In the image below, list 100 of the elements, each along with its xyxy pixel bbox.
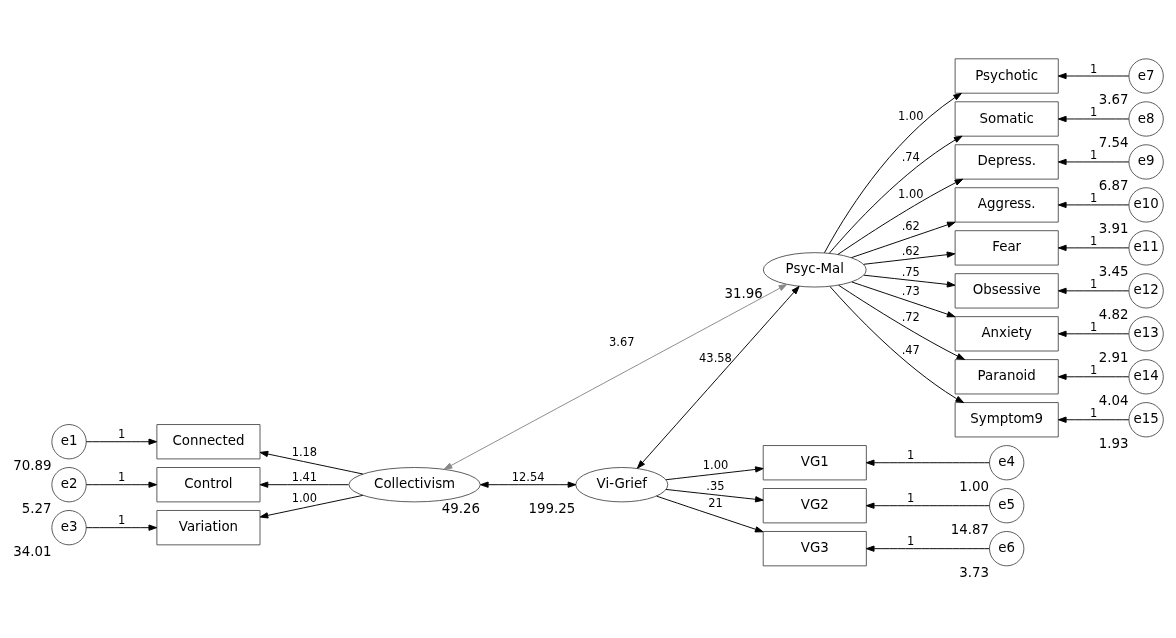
node-label: 3.91 [1098,220,1129,236]
node-box: Somatic [954,100,1059,137]
edge-label: 21 [708,495,723,510]
arrow [829,135,963,254]
node-circle: e6 [989,530,1025,566]
edge-label: 1 [907,447,915,462]
arrow [636,285,800,469]
node-label: 3.45 [1098,263,1129,279]
edge-label: .62 [901,218,920,233]
node-label: 4.04 [1098,392,1129,408]
arrow [829,285,965,403]
node-box: Obsessive [954,272,1059,308]
edge-label: 1 [1089,405,1098,420]
arrow [1058,158,1130,165]
edge-label: .74 [901,149,920,164]
node-label: 1.93 [1098,435,1129,451]
arrow [1058,373,1130,380]
edge-label: 1 [907,533,915,548]
edge-label: 1.00 [291,490,318,505]
edge-label: 43.58 [699,350,732,365]
edge-label: .73 [901,283,920,298]
node-circle: e14 [1128,358,1164,394]
arrow [863,251,956,265]
edge-label: 1 [1089,147,1098,162]
edge-label: .35 [706,478,725,493]
node-box: Connected [156,423,261,459]
node-label: 49.26 [441,500,480,516]
edge-label: 1 [117,469,126,484]
edge-label: 1.00 [898,108,924,123]
node-circle: e12 [1128,272,1164,308]
arrow [1058,287,1130,294]
edge-label: 3.67 [609,334,635,349]
node-label: 6.87 [1098,177,1129,193]
node-label: 70.89 [13,457,52,473]
node-label: 199.25 [528,500,576,516]
arrow [1058,72,1130,79]
edge-label: .72 [901,309,920,324]
arrow [1058,115,1130,122]
edge-label: 12.54 [511,469,545,484]
arrow [865,545,990,552]
node-circle: e4 [989,444,1025,480]
node-circle: e13 [1128,315,1164,351]
edge-label: 1 [117,512,126,527]
edge-label: 1.18 [291,444,318,459]
node-ellipse: Psyc-Mal [762,251,867,287]
node-label: 1.00 [959,478,990,494]
arrow [85,438,158,445]
edge-label: 1 [1089,61,1098,76]
node-circle: e3 [51,509,87,545]
node-label: 3.67 [1098,91,1129,107]
node-label: 34.01 [13,543,52,559]
edge-label: .47 [901,342,920,357]
edge-label: 1 [1089,276,1098,291]
arrow [656,495,764,532]
edge-label: .62 [901,243,920,258]
edge-label: 1 [117,426,126,441]
edge-label: 1 [1089,233,1098,248]
node-label: 14.87 [950,521,990,537]
arrow [851,281,956,317]
arrow [851,221,956,258]
node-circle: e2 [51,466,87,502]
arrow [665,488,764,502]
node-label: 4.82 [1098,306,1129,322]
node-ellipse: Vi-Grief [575,466,669,502]
node-box: Anxiety [954,315,1059,351]
node-box: VG1 [762,444,867,480]
edge-label: 1 [1089,362,1098,377]
node-circle: e11 [1128,229,1164,266]
node-circle: e15 [1128,401,1164,437]
arrow [1058,201,1130,208]
edge-label: 1.41 [291,469,318,484]
arrow [1058,244,1130,251]
node-circle: e9 [1128,143,1164,180]
edge-label: .75 [901,264,920,279]
edge-label: 1.00 [702,457,729,472]
arrow [259,481,349,488]
node-circle: e5 [989,487,1025,523]
arrow [824,92,962,253]
arrow [665,465,764,480]
node-label: 31.96 [724,285,763,301]
node-box: Fear [954,229,1059,266]
arrow [443,283,788,470]
arrow [863,274,956,288]
arrow [865,459,990,466]
node-circle: e1 [51,423,87,459]
node-box: Depress. [954,143,1059,180]
node-box: Symptom9 [954,401,1059,437]
arrow [1058,416,1130,423]
arrow [85,481,158,488]
edge-label: 1 [1089,190,1098,205]
node-circle: e7 [1128,57,1164,94]
node-box: VG3 [762,530,867,566]
edge-label: 1.00 [898,186,924,201]
node-circle: e10 [1128,186,1164,223]
node-box: Psychotic [954,57,1059,94]
node-box: Control [156,466,261,502]
node-circle: e8 [1128,100,1164,137]
arrow [837,178,964,255]
node-box: Variation [156,509,261,545]
node-box: VG2 [762,487,867,523]
